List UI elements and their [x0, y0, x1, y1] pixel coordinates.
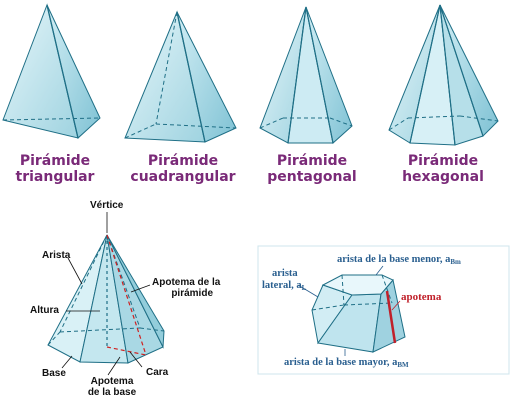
label-pentagonal-line2: pentagonal: [267, 169, 357, 185]
label-apotema: apotema: [401, 291, 442, 303]
frustum-figure: [257, 245, 510, 375]
label-arista-base-menor: arista de la base menor, aBm: [337, 254, 461, 268]
label-arista-lateral: arista lateral, aL: [262, 268, 306, 294]
label-arista-base-menor-sub: Bm: [450, 258, 461, 266]
label-arista-base-mayor: arista de la base mayor, aBM: [284, 357, 409, 371]
label-arista-base-mayor-text: arista de la base mayor, a: [284, 357, 398, 368]
label-base: Base: [42, 368, 66, 379]
label-hexagonal: Pirámide hexagonal: [393, 153, 493, 185]
label-arista-lateral-sub: L: [301, 284, 307, 292]
label-triangular-line1: Pirámide: [19, 153, 91, 169]
hexagonal-pyramid: [388, 4, 499, 146]
label-arista-base-menor-text: arista de la base menor, a: [337, 254, 451, 265]
label-cuadrangular: Pirámide cuadrangular: [128, 153, 238, 185]
label-cara: Cara: [146, 367, 169, 378]
label-arista-lateral-line1: arista: [272, 268, 298, 279]
triangular-pyramid: [2, 3, 101, 139]
label-apotema-piramide-line2: pirámide: [171, 288, 214, 299]
square-pyramid: [124, 10, 237, 143]
label-apotema-base: Apotema de la base: [86, 376, 138, 398]
label-arista: Arista: [42, 250, 71, 261]
label-vertice: Vértice: [90, 200, 124, 211]
label-apotema-piramide-line1: Apotema de la: [152, 277, 221, 288]
pentagonal-pyramid: [259, 6, 353, 144]
label-pentagonal: Pirámide pentagonal: [262, 153, 362, 185]
label-pentagonal-line1: Pirámide: [276, 153, 348, 169]
label-altura: Altura: [30, 305, 59, 316]
label-hexagonal-line2: hexagonal: [402, 169, 484, 185]
label-arista-lateral-line2: lateral, a: [262, 280, 302, 291]
label-cuadrangular-line2: cuadrangular: [130, 169, 236, 185]
label-triangular: Pirámide triangular: [10, 153, 100, 185]
label-triangular-line2: triangular: [15, 169, 95, 185]
label-arista-base-mayor-sub: BM: [397, 361, 409, 369]
label-cuadrangular-line1: Pirámide: [147, 153, 219, 169]
label-hexagonal-line1: Pirámide: [407, 153, 479, 169]
pyramid-parts-figure: [47, 212, 165, 376]
label-apotema-base-line1: Apotema: [90, 376, 134, 387]
label-apotema-base-line2: de la base: [87, 387, 137, 398]
label-apotema-piramide: Apotema de la pirámide: [152, 277, 220, 299]
